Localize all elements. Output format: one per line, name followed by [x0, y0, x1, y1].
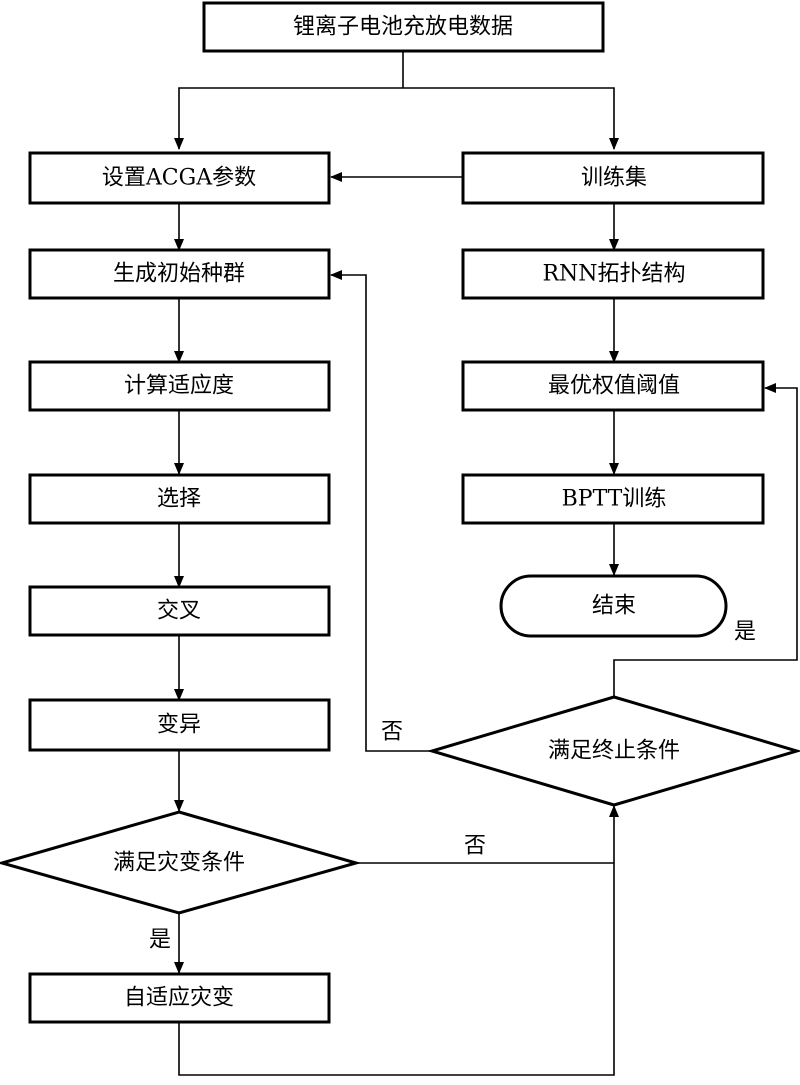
- node-acga-params: 设置ACGA参数: [28, 151, 331, 205]
- svg-text:选择: 选择: [157, 487, 201, 512]
- svg-text:锂离子电池充放电数据: 锂离子电池充放电数据: [293, 15, 513, 40]
- node-termination-check: 满足终止条件: [426, 695, 800, 807]
- node-bptt-training: BPTT训练: [461, 473, 765, 525]
- svg-text:生成初始种群: 生成初始种群: [113, 262, 245, 287]
- svg-text:结束: 结束: [592, 594, 636, 619]
- svg-text:最优权值阈值: 最优权值阈值: [548, 374, 680, 399]
- label-catastrophe-no: 否: [464, 834, 486, 859]
- node-selection: 选择: [28, 473, 331, 525]
- label-catastrophe-yes: 是: [149, 928, 171, 953]
- node-init-population: 生成初始种群: [28, 248, 331, 300]
- svg-text:RNN拓扑结构: RNN拓扑结构: [542, 262, 685, 287]
- svg-text:满足灾变条件: 满足灾变条件: [113, 851, 245, 876]
- label-termination-yes: 是: [734, 620, 756, 645]
- edge-termination-no: [330, 270, 432, 752]
- node-end: 结束: [499, 574, 728, 638]
- nodes: 锂离子电池充放电数据 设置ACGA参数 生成初始种群 计算适应度 选择 交叉 变…: [0, 1, 800, 1024]
- node-data: 锂离子电池充放电数据: [202, 1, 605, 53]
- edge-data-to-acga: [174, 87, 403, 150]
- edge-termination-yes: [613, 383, 798, 696]
- node-fitness: 计算适应度: [28, 360, 331, 412]
- node-mutation: 变异: [28, 698, 331, 752]
- svg-text:满足终止条件: 满足终止条件: [548, 739, 680, 764]
- edge-data-to-training: [403, 87, 619, 150]
- node-crossover: 交叉: [28, 585, 331, 637]
- node-rnn-topology: RNN拓扑结构: [461, 248, 765, 300]
- svg-text:设置ACGA参数: 设置ACGA参数: [102, 166, 256, 191]
- svg-text:交叉: 交叉: [157, 599, 201, 624]
- edge-adaptive-to-termination: [178, 805, 619, 1076]
- svg-text:BPTT训练: BPTT训练: [562, 487, 667, 512]
- node-catastrophe-check: 满足灾变条件: [0, 810, 362, 915]
- node-adaptive-catastrophe: 自适应灾变: [28, 972, 331, 1024]
- svg-text:变异: 变异: [157, 713, 201, 738]
- label-termination-no: 否: [381, 720, 403, 745]
- edges: [174, 51, 798, 1076]
- svg-text:训练集: 训练集: [581, 166, 647, 191]
- node-optimal-weights: 最优权值阈值: [461, 360, 765, 412]
- node-training-set: 训练集: [461, 151, 765, 205]
- svg-text:计算适应度: 计算适应度: [124, 374, 234, 399]
- edge-labels: 是 否 是 否: [149, 620, 756, 953]
- svg-text:自适应灾变: 自适应灾变: [124, 986, 234, 1011]
